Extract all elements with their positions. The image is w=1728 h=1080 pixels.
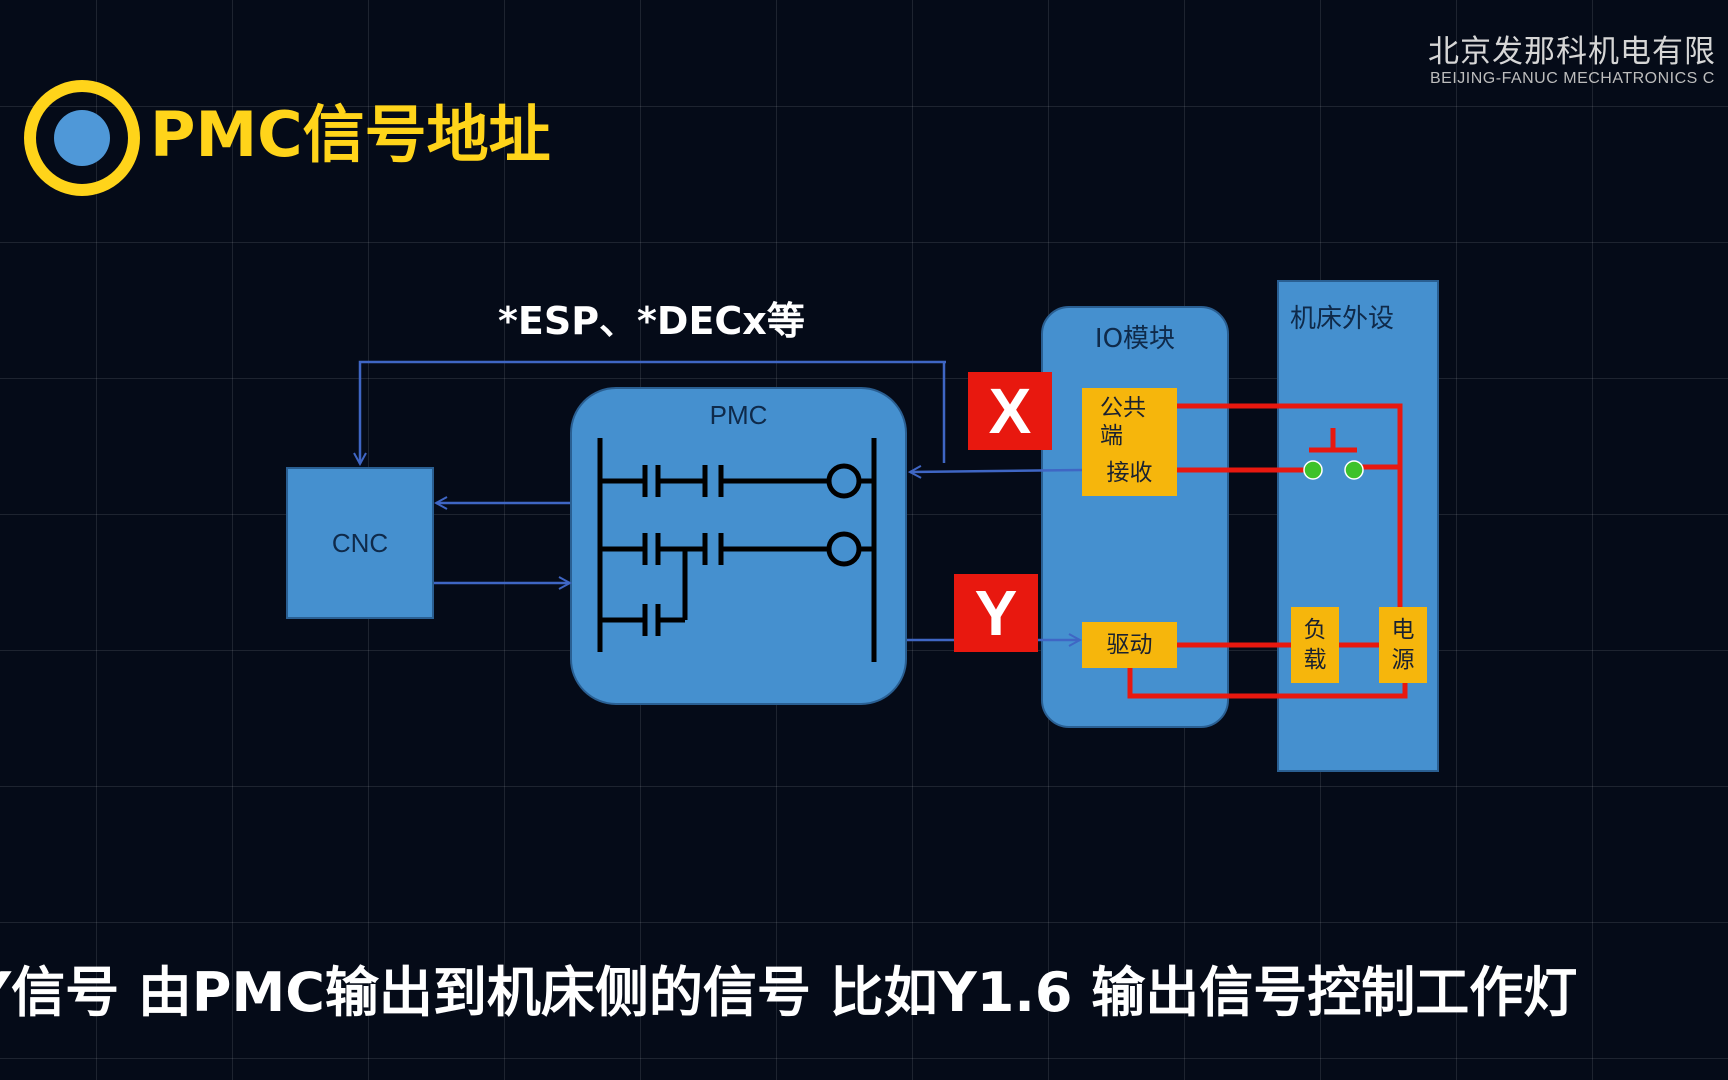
machine-peripheral-box	[1277, 280, 1439, 772]
pmc-box	[570, 387, 907, 705]
cnc-box: CNC	[286, 467, 434, 619]
common-wire	[1177, 403, 1403, 607]
drive-terminal: 驱动	[1082, 622, 1177, 668]
machine-peripheral-label: 机床外设	[1290, 304, 1395, 334]
return-wire	[1127, 668, 1408, 699]
output-coil-1	[826, 463, 862, 499]
ladder-diagram	[597, 438, 877, 662]
cnc-label: CNC	[331, 527, 389, 558]
load-line1: 负	[1303, 617, 1327, 643]
x-signal-tag: X	[968, 372, 1052, 450]
feedback-arrow-to-cnc	[360, 360, 946, 464]
power-supply-box: 电 源	[1379, 607, 1427, 683]
common-terminal: 公共 端	[1082, 388, 1177, 450]
red-wiring	[1127, 403, 1408, 699]
io-module-label: IO模块	[1094, 324, 1176, 354]
power-line1: 电	[1391, 617, 1415, 643]
receive-to-pmc-arrow	[910, 470, 1083, 472]
power-line2: 源	[1391, 647, 1415, 673]
pmc-label: PMC	[709, 400, 768, 430]
subtitle-caption: Y信号 由PMC输出到机床侧的信号 比如Y1.6 输出信号控制工作灯	[0, 961, 1578, 1024]
receive-terminal: 接收	[1082, 450, 1177, 496]
button-contact-left	[1303, 460, 1323, 480]
company-name-cn: 北京发那科机电有限	[1428, 34, 1716, 70]
load-box: 负 载	[1291, 607, 1339, 683]
common-terminal-line2: 端	[1100, 423, 1123, 449]
signal-note: *ESP、*DECx等	[498, 299, 805, 343]
button-contact-right	[1344, 460, 1364, 480]
load-line2: 载	[1303, 647, 1327, 673]
output-coil-2	[826, 531, 862, 567]
page-title: PMC信号地址	[150, 98, 551, 171]
y-signal-tag: Y	[954, 574, 1038, 652]
common-terminal-line1: 公共	[1100, 395, 1146, 421]
company-name-en: BEIJING-FANUC MECHATRONICS C	[1430, 70, 1715, 87]
